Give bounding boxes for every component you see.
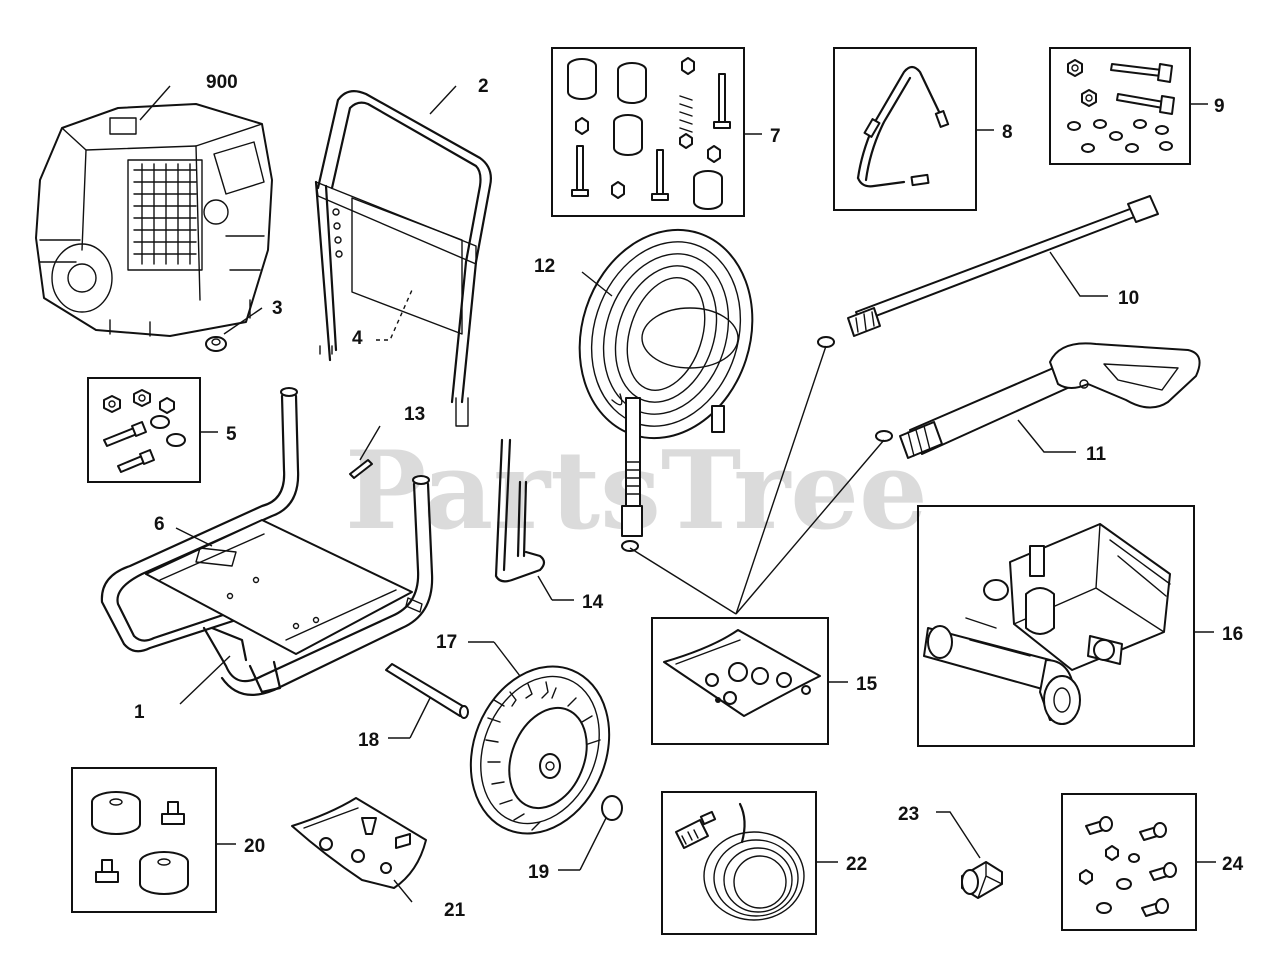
hardware-24-parts xyxy=(1079,816,1177,917)
callout-22: 22 xyxy=(846,854,867,875)
callout-11: 11 xyxy=(1086,444,1107,465)
hardware-7-parts xyxy=(567,57,731,210)
hose-box-8[interactable] xyxy=(833,47,977,211)
callout-15: 15 xyxy=(856,674,878,695)
callout-24: 24 xyxy=(1222,854,1244,875)
hardware-20-parts xyxy=(91,791,189,895)
hardware-15-parts xyxy=(663,629,821,717)
hose-part-12[interactable] xyxy=(553,207,778,552)
hardware-box-9[interactable] xyxy=(1049,47,1191,165)
spray-gun-part-11[interactable] xyxy=(875,342,1201,459)
callout-13: 13 xyxy=(404,404,425,425)
callout-12: 12 xyxy=(534,256,555,277)
hose-22-parts xyxy=(675,802,805,921)
hardware-box-24[interactable] xyxy=(1061,793,1197,931)
hardware-9-parts xyxy=(1067,59,1175,153)
hardware-box-20[interactable] xyxy=(71,767,217,913)
wand-part-10[interactable] xyxy=(817,195,1159,348)
hook-part-14[interactable] xyxy=(494,438,546,583)
pump-box-16[interactable] xyxy=(917,505,1195,747)
callout-17: 17 xyxy=(436,632,457,653)
wheel-part-17[interactable] xyxy=(447,646,634,855)
hardware-bag-21[interactable] xyxy=(291,797,427,889)
callout-1: 1 xyxy=(134,702,145,723)
callout-3: 3 xyxy=(272,298,283,319)
hose-box-22[interactable] xyxy=(661,791,817,935)
pin-part-13[interactable] xyxy=(349,459,373,479)
cap-part-19[interactable] xyxy=(601,795,623,821)
callout-8: 8 xyxy=(1002,122,1013,143)
callout-21: 21 xyxy=(444,900,466,921)
hardware-box-7[interactable] xyxy=(551,47,745,217)
frame-part[interactable] xyxy=(100,387,434,696)
callout-7: 7 xyxy=(770,126,781,147)
hardware-box-15[interactable] xyxy=(651,617,829,745)
hose-8-parts xyxy=(856,65,950,188)
pump-part-16 xyxy=(923,523,1171,725)
callout-19: 19 xyxy=(528,862,549,883)
callout-4: 4 xyxy=(352,328,363,349)
hardware-5-parts xyxy=(103,389,186,473)
callout-900: 900 xyxy=(206,72,238,93)
fitting-part-23[interactable] xyxy=(961,861,1003,899)
callout-9: 9 xyxy=(1214,96,1225,117)
callout-20: 20 xyxy=(244,836,265,857)
callout-2: 2 xyxy=(478,76,489,97)
axle-part-18[interactable] xyxy=(385,663,469,719)
callout-18: 18 xyxy=(358,730,379,751)
handle-part[interactable] xyxy=(314,89,492,427)
callout-10: 10 xyxy=(1118,288,1139,309)
nut-part-3[interactable] xyxy=(205,336,227,352)
engine-part[interactable] xyxy=(35,103,273,337)
callout-5: 5 xyxy=(226,424,237,445)
callout-6: 6 xyxy=(154,514,165,535)
hardware-box-5[interactable] xyxy=(87,377,201,483)
callout-14: 14 xyxy=(582,592,604,613)
callout-16: 16 xyxy=(1222,624,1243,645)
callout-23: 23 xyxy=(898,804,919,825)
